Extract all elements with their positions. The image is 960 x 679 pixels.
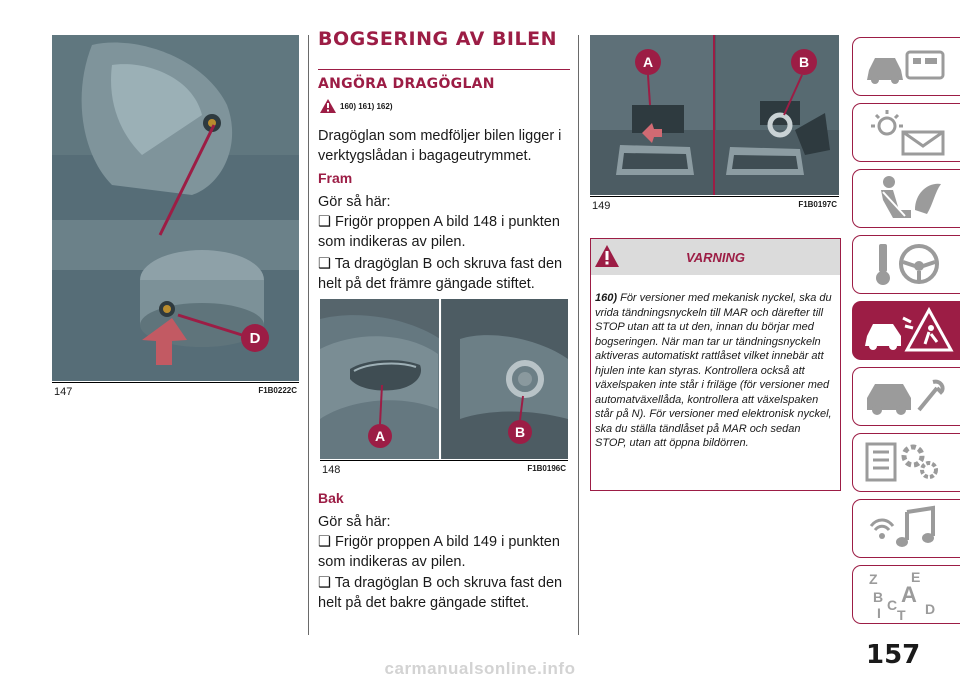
sidebar-tab-safety[interactable] bbox=[852, 169, 960, 228]
sidebar-tab-maintenance[interactable] bbox=[852, 367, 960, 426]
index-letter: I bbox=[877, 605, 881, 621]
key-steering-wheel-icon bbox=[876, 244, 939, 285]
figure-148-callout-b: B bbox=[515, 424, 525, 440]
rear-bumper-towhook-illustration: A B bbox=[590, 35, 839, 195]
warning-text: 160) För versioner med mekanisk nyckel, … bbox=[595, 291, 833, 451]
warning-header: VARNING bbox=[591, 239, 840, 275]
seat-airbag-safety-icon bbox=[881, 176, 941, 218]
page-title: BOGSERING AV BILEN bbox=[318, 28, 557, 50]
warning-triangle-icon bbox=[320, 99, 336, 113]
car-maintenance-icon bbox=[867, 379, 945, 415]
rear-heading: Bak bbox=[318, 490, 344, 506]
rear-step: Ta dragöglan B och skruva fast den helt … bbox=[318, 573, 570, 613]
footer-watermark: carmanualsonline.info bbox=[384, 659, 576, 678]
figure-number: 147 bbox=[54, 386, 73, 398]
index-letter: E bbox=[911, 569, 920, 585]
figure-148-caption: 148 F1B0196C bbox=[320, 460, 568, 477]
index-letter: D bbox=[925, 601, 935, 617]
figure-code: F1B0222C bbox=[258, 386, 297, 395]
warning-references: 160) 161) 162) bbox=[320, 98, 392, 114]
warning-ref: 160) bbox=[595, 292, 618, 304]
index-letter: B bbox=[873, 589, 883, 605]
sidebar-tab-technical-data[interactable] bbox=[852, 433, 960, 492]
front-step-text: Frigör proppen A bild 148 i punkten som … bbox=[318, 214, 560, 250]
column-divider bbox=[308, 35, 309, 635]
front-step-text: Ta dragöglan B och skruva fast den helt … bbox=[318, 256, 563, 292]
title-underline bbox=[318, 69, 570, 70]
figure-code: F1B0197C bbox=[798, 200, 837, 209]
rear-step: Frigör proppen A bild 149 i punkten som … bbox=[318, 532, 570, 572]
steering-column-illustration: D bbox=[52, 35, 299, 381]
figure-code: F1B0196C bbox=[527, 464, 566, 473]
checkbox-bullet-icon bbox=[318, 575, 331, 591]
sidebar-tab-warning-lights[interactable] bbox=[852, 103, 960, 162]
sidebar-tab-index[interactable]: Z E B A I C T D bbox=[852, 565, 960, 624]
checkbox-bullet-icon bbox=[318, 214, 331, 230]
front-bumper-towhook-illustration: A B bbox=[320, 299, 568, 459]
warning-lights-message-icon bbox=[871, 110, 945, 156]
front-lead: Gör så här: bbox=[318, 194, 391, 210]
figure-149-image: A B bbox=[590, 35, 839, 195]
column-divider bbox=[578, 35, 579, 635]
warning-triangle-icon bbox=[595, 245, 619, 267]
front-heading: Fram bbox=[318, 170, 353, 186]
rear-step-text: Frigör proppen A bild 149 i punkten som … bbox=[318, 534, 560, 570]
intro-paragraph: Dragöglan som medföljer bilen ligger i v… bbox=[318, 128, 562, 164]
index-letter: C bbox=[887, 597, 897, 613]
multimedia-icon bbox=[869, 505, 935, 547]
index-letter: Z bbox=[869, 571, 878, 587]
technical-data-icon bbox=[865, 442, 938, 482]
index-letter: A bbox=[901, 582, 917, 607]
index-letter: T bbox=[897, 607, 906, 622]
checkbox-bullet-icon bbox=[318, 256, 331, 272]
warning-refs-text: 160) 161) 162) bbox=[340, 101, 393, 111]
rear-lead: Gör så här: bbox=[318, 514, 391, 530]
front-step: Frigör proppen A bild 148 i punkten som … bbox=[318, 212, 570, 252]
front-step: Ta dragöglan B och skruva fast den helt … bbox=[318, 254, 570, 294]
rear-step-text: Ta dragöglan B och skruva fast den helt … bbox=[318, 575, 563, 611]
figure-149-callout-b: B bbox=[799, 54, 809, 70]
alphabetical-index-icon: Z E B A I C T D bbox=[869, 569, 935, 622]
page-number: 157 bbox=[866, 640, 921, 670]
figure-148-image: A B bbox=[320, 299, 568, 459]
figure-149-callout-a: A bbox=[643, 54, 653, 70]
figure-147-caption: 147 F1B0222C bbox=[52, 382, 299, 399]
figure-number: 149 bbox=[592, 200, 611, 212]
emergency-breakdown-icon bbox=[865, 306, 954, 352]
warning-label: VARNING bbox=[686, 250, 745, 265]
warning-body: För versioner med mekanisk nyckel, ska d… bbox=[595, 292, 832, 449]
sidebar-tab-multimedia[interactable] bbox=[852, 499, 960, 558]
sidebar-tab-emergency[interactable] bbox=[852, 301, 960, 360]
figure-147-callout-d: D bbox=[250, 330, 261, 347]
section-subtitle: ANGÖRA DRAGÖGLAN bbox=[318, 76, 495, 92]
car-dashboard-icon bbox=[867, 50, 945, 84]
figure-147-image: D bbox=[52, 35, 299, 381]
figure-148-callout-a: A bbox=[375, 428, 385, 444]
sidebar-tab-dashboard[interactable] bbox=[852, 37, 960, 96]
figure-number: 148 bbox=[322, 464, 341, 476]
warning-box: VARNING 160) För versioner med mekanisk … bbox=[590, 238, 841, 491]
figure-149-caption: 149 F1B0197C bbox=[590, 196, 839, 213]
checkbox-bullet-icon bbox=[318, 534, 331, 550]
sidebar-tab-starting-driving[interactable] bbox=[852, 235, 960, 294]
